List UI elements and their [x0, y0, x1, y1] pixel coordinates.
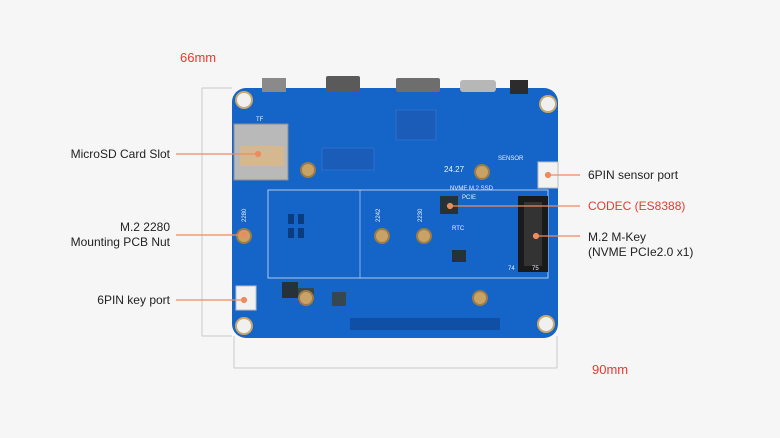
- callout-key-port: 6PIN key port: [97, 293, 170, 307]
- callout-m2-mkey-line2: (NVME PCIe2.0 x1): [588, 245, 694, 259]
- silk-74: 74: [508, 266, 515, 272]
- silk-75: 75: [532, 266, 539, 272]
- silk-2242: 2242: [376, 208, 382, 222]
- silk-date: 24.27: [444, 165, 465, 174]
- silk-sensor: SENSOR: [498, 156, 524, 162]
- callout-sensor-port: 6PIN sensor port: [588, 168, 679, 182]
- callout-microsd: MicroSD Card Slot: [70, 147, 170, 161]
- silk-2230: 2230: [418, 208, 424, 222]
- callout-m2-mkey-line1: M.2 M-Key: [588, 230, 647, 244]
- silk-pcie: PCIE: [462, 195, 476, 201]
- silk-nvme: NVME M.2 SSD: [450, 186, 494, 192]
- silk-tf: TF: [256, 117, 264, 123]
- dimension-guides: [201, 87, 558, 369]
- width-dimension-label: 90mm: [592, 362, 629, 377]
- callout-m2-mkey: M.2 M-Key (NVME PCIe2.0 x1): [588, 230, 693, 260]
- callout-codec: CODEC (ES8388): [588, 199, 686, 213]
- pcb-board: [232, 76, 559, 338]
- callout-m2-nut: M.2 2280 Mounting PCB Nut: [71, 220, 170, 250]
- silk-2280: 2280: [242, 208, 248, 222]
- leader-lines: [176, 150, 580, 304]
- callout-m2-nut-line2: Mounting PCB Nut: [70, 235, 170, 249]
- callout-m2-nut-line1: M.2 2280: [119, 220, 170, 234]
- silk-rtc: RTC: [452, 226, 465, 232]
- height-dimension-label: 66mm: [180, 50, 217, 65]
